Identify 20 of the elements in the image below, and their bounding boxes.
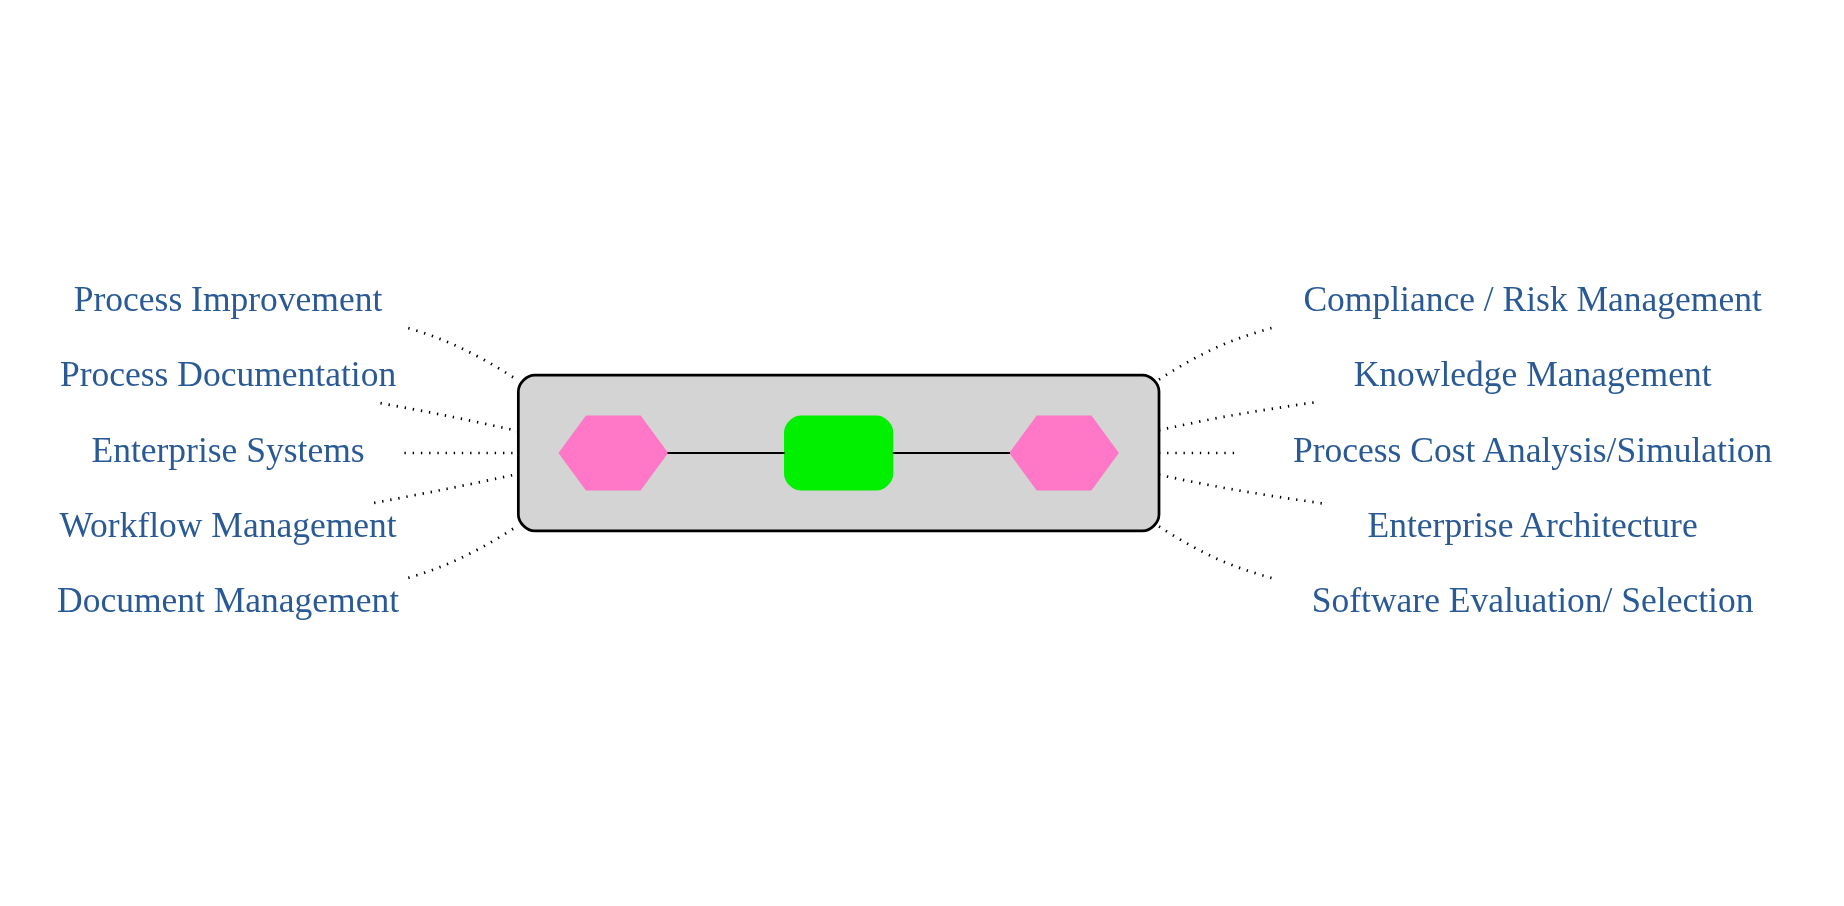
connector [1158,525,1272,580]
node-text: Document Management [57,579,400,620]
node-text: Software Evaluation/ Selection [1311,579,1754,620]
node-text: Enterprise Architecture [1367,504,1698,545]
node-text: Compliance / Risk Management [1303,279,1762,320]
node-text: Enterprise Systems [91,429,365,470]
connector [667,451,785,455]
connector [380,401,519,433]
connector [892,451,1010,455]
node-text: Process Documentation [59,354,397,395]
node-hexagon [558,415,669,491]
connector [1158,401,1314,432]
cluster [516,373,1161,533]
connector [1158,326,1272,381]
node-text: Workflow Management [59,504,397,545]
node-text: Knowledge Management [1353,354,1712,395]
node-box [784,415,894,491]
node-text: Process Cost Analysis/Simulation [1292,429,1773,470]
node-text: Process Improvement [73,279,383,320]
node-hexagon [1009,415,1119,491]
